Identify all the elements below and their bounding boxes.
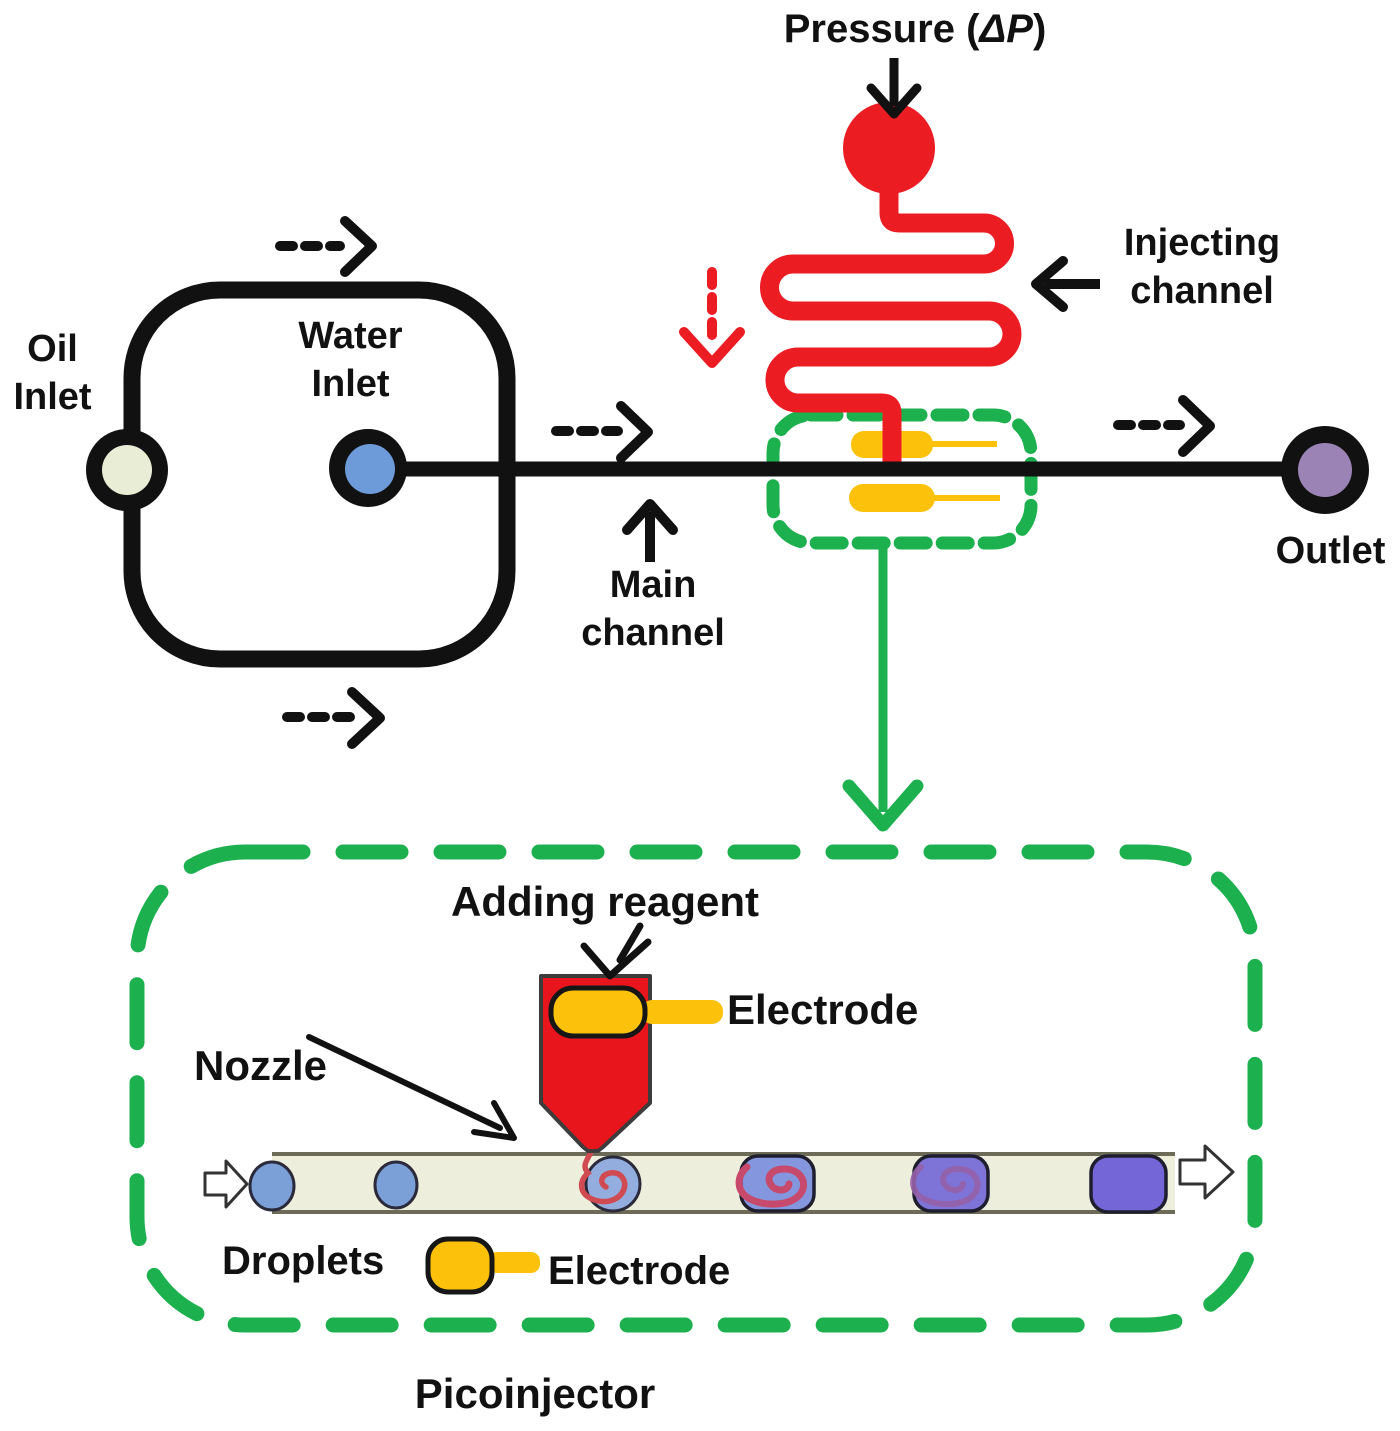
electrode-top-lead: [641, 1000, 723, 1024]
flow-dashed-arrow-main: [551, 401, 653, 463]
injecting-channel-label: Injecting channel: [1123, 222, 1281, 312]
droplet-2: [373, 1160, 419, 1210]
water-inlet-port: [329, 429, 407, 507]
mini-electrode-bottom: [849, 484, 935, 512]
electrode-bottom-shape: [425, 1236, 540, 1295]
detail-flow-channel: [272, 1152, 1175, 1214]
pressure-reservoir: [843, 102, 935, 194]
oil-inlet-label: Oil Inlet: [13, 328, 92, 418]
electrode-top-pad: [548, 985, 648, 1039]
flow-dashed-arrow-outlet: [1113, 395, 1215, 457]
pressure-delta-p: ΔP: [979, 7, 1033, 51]
droplet-1: [248, 1160, 296, 1212]
outlet-label: Outlet: [1275, 530, 1386, 572]
droplets-label: Droplets: [222, 1239, 385, 1283]
picoinjector-label: Picoinjector: [414, 1370, 656, 1417]
droplet-5-mixing: [910, 1154, 990, 1213]
red-dashed-flow-arrow: [679, 267, 745, 368]
reagent-injector: [539, 974, 723, 1153]
main-channel-label: Main channel: [581, 564, 725, 654]
nozzle-label: Nozzle: [193, 1042, 327, 1089]
main-channel-arrow: [622, 499, 678, 562]
oil-inlet-port: [86, 429, 168, 511]
nozzle-arrow: [306, 1034, 517, 1141]
injecting-channel-serpentine: [760, 188, 1022, 462]
injecting-channel-arrow: [1031, 256, 1100, 312]
pressure-label-suffix: ): [1032, 7, 1047, 51]
droplet-4-injected: [735, 1154, 816, 1213]
droplet-6-mixed: [1089, 1154, 1168, 1214]
droplet-outflow-arrow: [1178, 1144, 1235, 1200]
electrode-bottom-lead: [488, 1252, 540, 1273]
electrode-bottom-pad: [425, 1236, 495, 1295]
injection-zone-dashed-box: [766, 408, 1038, 550]
zoom-link-arrow: [842, 548, 924, 832]
droplet-inflow-arrow: [203, 1159, 249, 1209]
droplet-at-nozzle: [578, 1149, 642, 1213]
pressure-label: Pressure (ΔP): [715, 4, 1115, 54]
flow-dashed-arrow-bottom: [282, 687, 385, 749]
adding-reagent-label: Adding reagent: [450, 878, 759, 925]
picoinjector-detail-dashed-box: [129, 844, 1263, 1333]
electrode-top-label: Electrode: [727, 986, 919, 1033]
pressure-down-arrow: [866, 58, 922, 119]
outlet-port: [1281, 426, 1369, 514]
pressure-label-prefix: Pressure (: [783, 7, 980, 51]
adding-reagent-arrow: [580, 922, 652, 980]
electrode-bottom-label: Electrode: [548, 1249, 731, 1293]
water-inlet-label: Water Inlet: [298, 315, 403, 405]
flow-dashed-arrow-top: [275, 216, 377, 277]
